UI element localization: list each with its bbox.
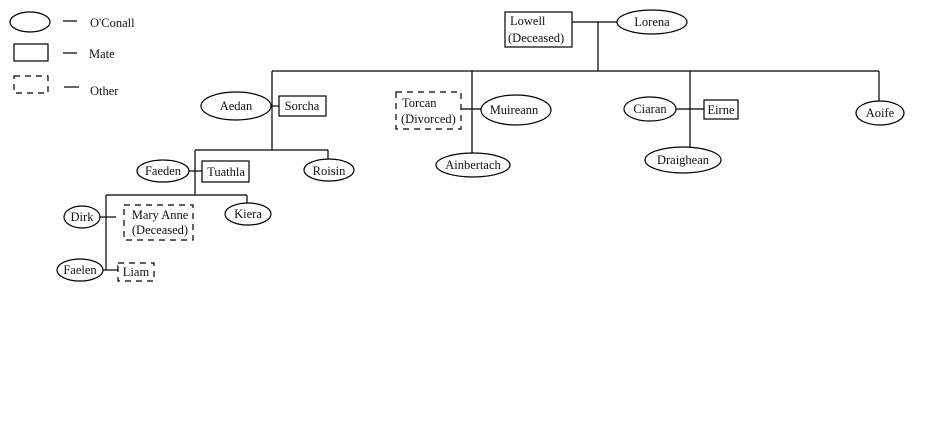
person-torcan[interactable]: Torcan (Divorced) (395, 91, 462, 130)
legend: O'Conall Mate Other (9, 11, 135, 98)
person-mary-anne[interactable]: Mary Anne (Deceased) (123, 204, 194, 241)
person-roisin[interactable]: Roisin (303, 158, 355, 182)
person-aoife[interactable]: Aoife (855, 100, 905, 126)
person-faeden[interactable]: Faeden (136, 159, 190, 183)
person-name: Mary Anne (132, 208, 189, 222)
person-name: Sorcha (285, 99, 320, 113)
person-faelen[interactable]: Faelen (56, 258, 104, 282)
person-note: (Deceased) (132, 223, 188, 237)
person-tuathla[interactable]: Tuathla (201, 160, 250, 183)
person-lorena[interactable]: Lorena (616, 9, 688, 35)
person-ainbertach[interactable]: Ainbertach (435, 152, 511, 178)
person-name: Dirk (71, 210, 95, 224)
person-eirne[interactable]: Eirne (703, 99, 739, 120)
person-ciaran[interactable]: Ciaran (623, 96, 677, 122)
person-name: Muireann (490, 103, 539, 117)
person-aedan[interactable]: Aedan (200, 91, 272, 121)
person-sorcha[interactable]: Sorcha (278, 95, 327, 117)
person-name: Tuathla (207, 165, 245, 179)
person-muireann[interactable]: Muireann (480, 94, 552, 126)
person-name: Aoife (866, 106, 895, 120)
legend-rect-icon (13, 43, 49, 62)
connectors (100, 21, 880, 271)
person-name: Lowell (510, 14, 546, 28)
legend-mate-label: Mate (89, 47, 115, 61)
person-name: Torcan (402, 96, 437, 110)
person-liam[interactable]: Liam (117, 262, 155, 282)
legend-dashed-rect-icon (13, 75, 49, 94)
person-name: Liam (123, 265, 150, 279)
person-name: Faeden (145, 164, 182, 178)
person-note: (Divorced) (401, 112, 456, 126)
person-name: Lorena (634, 15, 670, 29)
person-name: Roisin (313, 164, 346, 178)
person-name: Aedan (220, 99, 253, 113)
legend-oconall-label: O'Conall (90, 16, 135, 30)
legend-ellipse-icon (9, 11, 51, 33)
person-kiera[interactable]: Kiera (224, 202, 272, 226)
person-name: Kiera (234, 207, 262, 221)
person-dirk[interactable]: Dirk (63, 205, 101, 229)
person-name: Ciaran (633, 102, 667, 116)
person-name: Eirne (707, 103, 735, 117)
person-lowell[interactable]: Lowell (Deceased) (504, 11, 573, 48)
person-draighean[interactable]: Draighean (644, 146, 722, 174)
person-name: Faelen (63, 263, 97, 277)
person-note: (Deceased) (508, 31, 564, 45)
person-name: Ainbertach (445, 158, 501, 172)
person-name: Draighean (657, 153, 710, 167)
legend-other-label: Other (90, 84, 119, 98)
